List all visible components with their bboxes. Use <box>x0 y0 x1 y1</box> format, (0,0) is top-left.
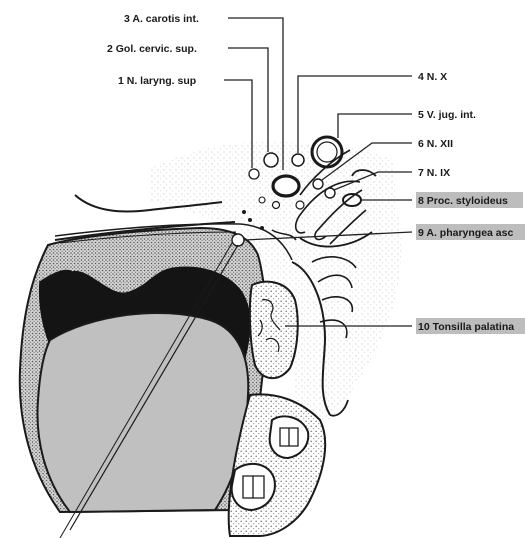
label-7: 7 N. IX <box>418 167 450 179</box>
small-vessel-c <box>259 197 265 203</box>
label-9: 9 A. pharyngea asc <box>418 227 513 239</box>
nerve-laryngeus-sup <box>249 169 259 179</box>
label-2: 2 Gol. cervic. sup. <box>107 43 197 55</box>
node-dot-1 <box>248 218 252 222</box>
label-5: 5 V. jug. int. <box>418 109 476 121</box>
label-6: 6 N. XII <box>418 138 453 150</box>
small-vessel-a <box>296 201 304 209</box>
small-vessel-b <box>273 202 280 209</box>
nerve-hypoglossus <box>313 179 323 189</box>
processus-styloideus <box>343 194 361 206</box>
leader-2 <box>228 48 268 152</box>
label-3: 3 A. carotis int. <box>124 13 199 25</box>
ganglion-cervicale-sup <box>264 153 278 167</box>
tonsil-capsule <box>250 282 298 378</box>
node-dot-2 <box>260 226 264 230</box>
artery-pharyngea-asc <box>232 234 244 246</box>
tongue-core <box>37 313 248 512</box>
label-10: 10 Tonsilla palatina <box>418 321 514 333</box>
label-8: 8 Proc. styloideus <box>418 195 508 207</box>
label-1: 1 N. laryng. sup <box>118 75 196 87</box>
label-4: 4 N. X <box>418 71 447 83</box>
leader-5 <box>338 114 412 138</box>
artery-carotis-interna <box>273 176 299 196</box>
node-dot-3 <box>242 210 246 214</box>
nerve-vagus <box>292 154 304 166</box>
